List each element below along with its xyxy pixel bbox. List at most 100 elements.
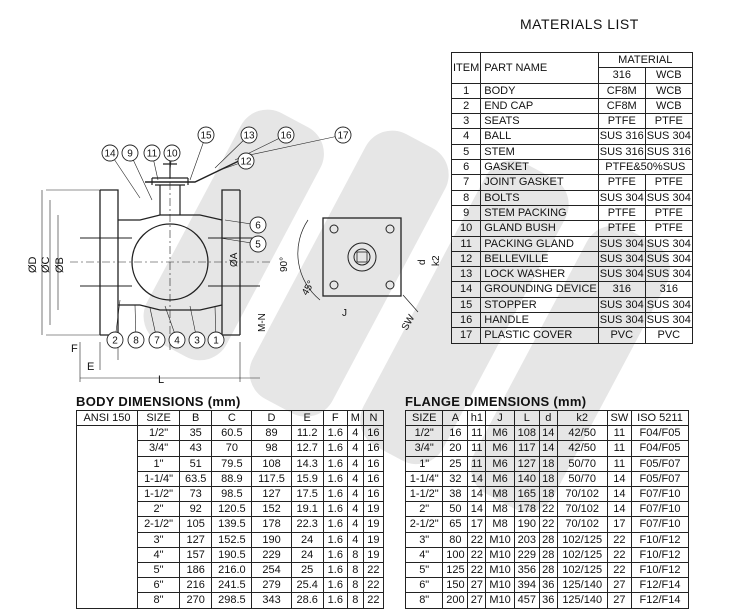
flange-dim-cell: 32 bbox=[442, 470, 469, 488]
flange-dim-cell: 3/4" bbox=[404, 440, 444, 457]
body-dim-cell: 15.9 bbox=[290, 470, 324, 488]
balloon-circle bbox=[127, 331, 145, 349]
flange-dim-cell: 117 bbox=[513, 440, 540, 457]
material-part-name: SEATS bbox=[480, 113, 599, 130]
body-dim-cell: 19.1 bbox=[290, 501, 324, 518]
part-balloon-4: 4 bbox=[164, 305, 186, 349]
body-dim-cell: 1.6 bbox=[322, 440, 348, 457]
flange-dim-cell: 11 bbox=[467, 425, 487, 442]
body-dim-cell: 127 bbox=[251, 486, 292, 503]
balloon-circle bbox=[148, 331, 166, 349]
flange-dim-cell: 42/50 bbox=[556, 440, 608, 457]
part-balloon-1: 1 bbox=[207, 305, 225, 349]
body-dim-header: SIZE bbox=[136, 409, 181, 427]
balloon-leader-line bbox=[109, 152, 141, 199]
body-dim-cell: 117.5 bbox=[251, 470, 292, 488]
flange-dim-cell: 11 bbox=[606, 440, 632, 457]
body-dim-cell: 1.6 bbox=[322, 470, 348, 488]
body-dim-header: F bbox=[322, 409, 348, 427]
body-dim-header: C bbox=[211, 409, 253, 427]
part-balloon-6: 6 bbox=[224, 216, 267, 234]
balloon-circle bbox=[101, 144, 119, 162]
material-part-name: BALL bbox=[480, 128, 599, 145]
material-part-name: END CAP bbox=[480, 97, 599, 115]
body-dim-cell: 270 bbox=[179, 592, 213, 609]
balloon-number: 2 bbox=[112, 336, 118, 347]
flange-dim-cell: 8" bbox=[404, 592, 444, 609]
balloon-number: 12 bbox=[240, 157, 252, 168]
balloon-leader-line bbox=[129, 152, 153, 201]
material-316-value: SUS 304 bbox=[597, 296, 646, 314]
balloon-number: 7 bbox=[154, 336, 160, 347]
body-dim-cell: 4 bbox=[346, 516, 364, 533]
flange-dim-cell: 125/140 bbox=[556, 592, 608, 609]
material-part-name: BODY bbox=[480, 82, 599, 99]
flange-dim-cell: F10/F12 bbox=[630, 562, 690, 579]
flange-dim-cell: M8 bbox=[485, 516, 515, 533]
part-balloon-9: 9 bbox=[121, 144, 153, 201]
flange-dim-cell: 165 bbox=[513, 486, 540, 503]
part-balloon-15: 15 bbox=[189, 126, 215, 181]
material-316-header: 316 bbox=[597, 67, 646, 84]
body-dim-cell: 1.6 bbox=[322, 516, 348, 533]
balloon-circle bbox=[334, 126, 352, 144]
part-balloon-2: 2 bbox=[106, 299, 124, 349]
body-dim-cell: 88.9 bbox=[211, 470, 253, 488]
part-balloon-17: 17 bbox=[244, 126, 352, 157]
balloon-circle bbox=[237, 152, 255, 170]
flange-dim-cell: 22 bbox=[538, 501, 558, 518]
flange-dim-cell: F05/F07 bbox=[630, 470, 690, 488]
flange-dim-cell: 3" bbox=[404, 531, 444, 548]
material-item-number: 6 bbox=[450, 159, 482, 176]
flange-dim-cell: 50 bbox=[442, 501, 469, 518]
balloon-number: 6 bbox=[255, 221, 261, 232]
body-dim-cell: 98 bbox=[251, 440, 292, 457]
valve-section-view bbox=[41, 150, 270, 382]
material-316-value: PVC bbox=[597, 327, 646, 344]
flange-dim-cell: 14 bbox=[606, 486, 632, 503]
flange-dim-cell: 394 bbox=[513, 577, 540, 594]
material-wcb-value: WCB bbox=[644, 82, 693, 99]
flange-dim-cell: 100 bbox=[442, 546, 469, 564]
body-dim-cell: 186 bbox=[179, 562, 213, 579]
body-dim-cell: 16 bbox=[362, 486, 385, 503]
material-316-value: SUS 316 bbox=[597, 128, 646, 145]
material-item-number: 10 bbox=[450, 220, 482, 237]
flange-dim-cell: 27 bbox=[606, 577, 632, 594]
flange-dim-cell: 22 bbox=[467, 546, 487, 564]
dim-label-e: E bbox=[87, 361, 94, 373]
dim-label-b: ØB bbox=[54, 257, 66, 273]
flange-dim-cell: 14 bbox=[467, 501, 487, 518]
body-dim-cell: 152 bbox=[251, 501, 292, 518]
flange-dim-cell: 127 bbox=[513, 455, 540, 472]
material-wcb-value: SUS 304 bbox=[644, 250, 693, 268]
flange-dim-cell: M8 bbox=[485, 501, 515, 518]
body-dim-cell: 63.5 bbox=[179, 470, 213, 488]
flange-dim-cell: F10/F12 bbox=[630, 546, 690, 564]
flange-dim-cell: 14 bbox=[538, 440, 558, 457]
material-316-value: PTFE bbox=[597, 204, 646, 222]
material-316-value: SUS 304 bbox=[597, 266, 646, 283]
balloon-circle bbox=[106, 331, 124, 349]
flange-dim-cell: 42/50 bbox=[556, 425, 608, 442]
balloon-number: 5 bbox=[255, 240, 261, 251]
body-dim-cell: 3" bbox=[136, 531, 181, 548]
body-dim-cell: 1.6 bbox=[322, 577, 348, 594]
flange-dim-cell: 22 bbox=[467, 562, 487, 579]
flange-dim-cell: M10 bbox=[485, 577, 515, 594]
balloon-number: 13 bbox=[243, 131, 255, 142]
flange-dim-cell: 70/102 bbox=[556, 486, 608, 503]
material-header: MATERIAL bbox=[597, 51, 693, 69]
balloon-number: 17 bbox=[337, 131, 349, 142]
material-wcb-value: WCB bbox=[644, 97, 693, 115]
